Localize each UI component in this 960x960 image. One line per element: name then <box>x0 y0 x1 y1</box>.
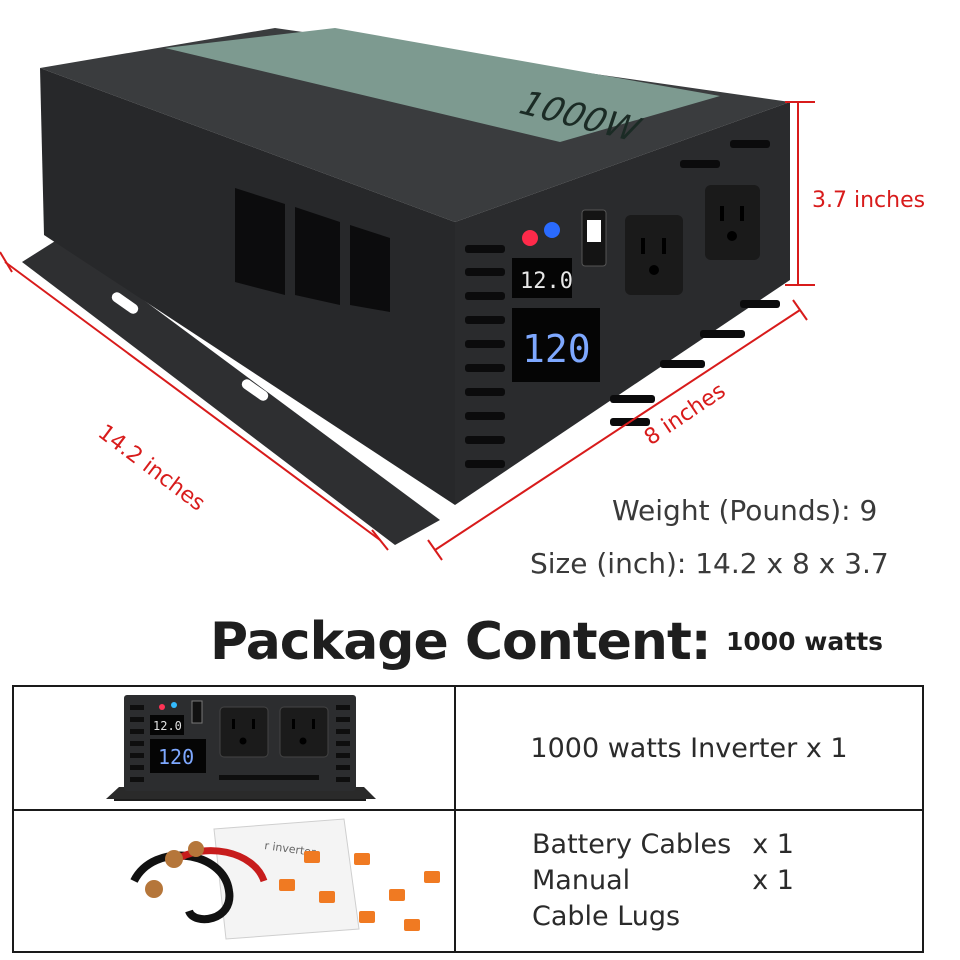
output-voltage-readout: 120 <box>522 327 591 371</box>
inverter-thumbnail: 12.0 120 <box>106 695 376 801</box>
front-vents <box>465 140 780 468</box>
red-led-icon <box>522 230 538 246</box>
product-image: 1000W <box>0 28 926 561</box>
accessory-name: Manual <box>532 865 631 896</box>
output-voltage-display <box>512 308 600 382</box>
accessories-cell: Battery Cables x 1 Manual x 1 Cable Lugs <box>454 809 924 953</box>
side-vents <box>235 188 390 312</box>
power-switch-rocker <box>587 220 601 242</box>
size-spec: Size (inch): 14.2 x 8 x 3.7 <box>530 547 889 580</box>
inverter-item-label: 1000 watts Inverter x 1 <box>530 732 848 764</box>
accessory-qty: x 1 <box>752 865 794 896</box>
dimension-lines <box>0 101 815 561</box>
svg-text:12.0: 12.0 <box>153 719 182 733</box>
inverter-thumbnail-cell: 12.0 120 <box>12 685 456 811</box>
battery-voltage-readout: 12.0 <box>520 269 573 294</box>
list-item: Cable Lugs <box>532 899 794 935</box>
accessories-thumbnail: r inverter <box>130 818 440 940</box>
side-panel <box>40 68 455 505</box>
package-subtitle: 1000 watts <box>726 627 884 656</box>
battery-voltage-display <box>512 258 572 298</box>
top-label <box>165 28 720 142</box>
height-dimension-label: 3.7 inches <box>812 188 926 213</box>
inverter-item-cell: 1000 watts Inverter x 1 <box>454 685 924 811</box>
package-content-table: 12.0 120 1000 watts Inverter x 1 r inver… <box>12 685 924 953</box>
accessory-qty: x 1 <box>752 829 794 860</box>
table-row: 12.0 120 1000 watts Inverter x 1 <box>12 685 924 811</box>
mounting-flange <box>22 238 440 545</box>
package-title: Package Content: <box>210 612 712 672</box>
inverter-illustration: 1000W <box>0 28 815 561</box>
ac-outlet-icon <box>705 185 760 260</box>
list-item: Manual x 1 <box>532 863 794 899</box>
accessory-name: Battery Cables <box>532 829 732 860</box>
svg-text:120: 120 <box>158 745 194 769</box>
weight-spec: Weight (Pounds): 9 <box>612 494 878 527</box>
table-row: r inverter Batter <box>12 809 924 953</box>
flange-slot <box>241 379 269 401</box>
list-item: Battery Cables x 1 <box>532 827 794 863</box>
accessories-thumbnail-cell: r inverter <box>12 809 456 953</box>
blue-led-icon <box>544 222 560 238</box>
accessory-name: Cable Lugs <box>532 901 681 932</box>
ac-outlet-icon <box>625 215 683 295</box>
flange-slot <box>111 292 139 314</box>
